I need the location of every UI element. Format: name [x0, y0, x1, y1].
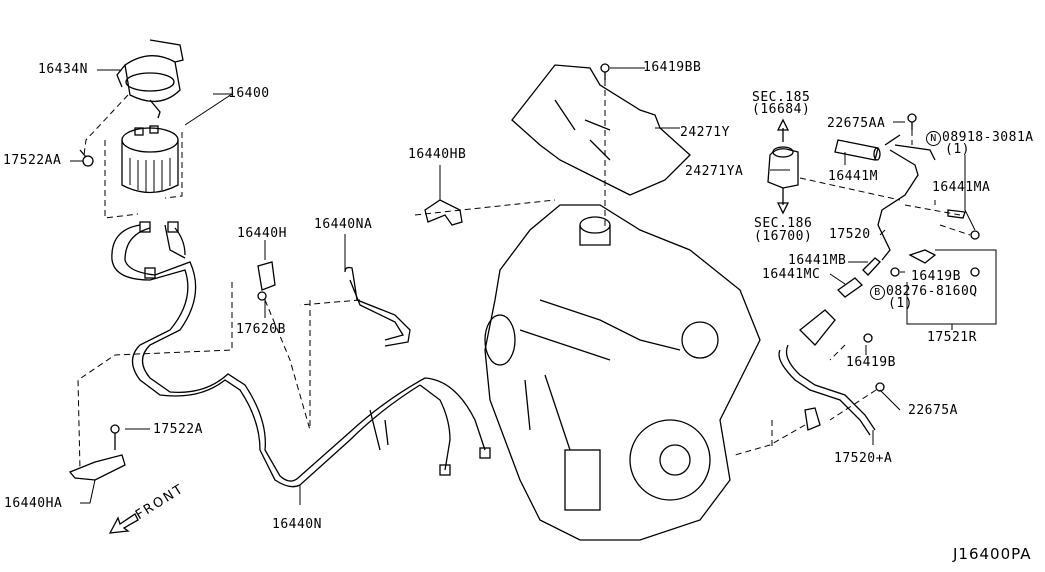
fuel-heater-24271YA[interactable]: [767, 118, 799, 215]
b-circle-icon: B: [870, 285, 885, 300]
label-16440N[interactable]: 16440N: [272, 517, 322, 532]
label-16419BB[interactable]: 16419BB: [643, 60, 702, 75]
bolt-16419BB[interactable]: [600, 63, 610, 80]
label-16400[interactable]: 16400: [228, 86, 270, 101]
label-17522A[interactable]: 17522A: [153, 422, 203, 437]
bracket-17521R[interactable]: [890, 249, 980, 277]
bolt-16419B-lower[interactable]: [863, 333, 873, 343]
label-17520[interactable]: 17520: [829, 227, 871, 242]
label-16441MB[interactable]: 16441MB: [788, 253, 847, 268]
label-16440HA[interactable]: 16440HA: [4, 496, 63, 511]
label-17522AA[interactable]: 17522AA: [3, 153, 62, 168]
n-circle-icon: N: [926, 131, 941, 146]
bolt-17522A[interactable]: [110, 424, 120, 450]
label-22675A[interactable]: 22675A: [908, 403, 958, 418]
tube-17520[interactable]: [877, 134, 936, 261]
front-arrow-icon: [108, 513, 139, 534]
clip-16441MA[interactable]: [947, 209, 966, 219]
clip-16440H[interactable]: [257, 261, 276, 301]
hose-16441MB[interactable]: [862, 257, 881, 276]
tube-17520A[interactable]: [778, 309, 876, 436]
part-number: 08918-3081A: [942, 130, 1034, 145]
part-number: 08276-8160Q: [886, 284, 978, 299]
label-17620B[interactable]: 17620B: [236, 322, 286, 337]
label-17521R[interactable]: 17521R: [927, 330, 977, 345]
bolt-17522AA[interactable]: [79, 149, 94, 167]
label-sec186-ref: (16700): [754, 229, 813, 244]
label-sec186[interactable]: SEC.186: [754, 216, 813, 231]
diagram-code: J16400PA: [953, 545, 1032, 563]
engine-cover-24271Y[interactable]: [511, 64, 691, 196]
label-16441M[interactable]: 16441M: [828, 169, 878, 184]
leader-lines: [70, 67, 976, 505]
engine-block: [484, 204, 761, 541]
fuel-lines-16440N[interactable]: [111, 221, 491, 488]
label-24271YA[interactable]: 24271YA: [685, 164, 744, 179]
label-16441MA[interactable]: 16441MA: [932, 180, 991, 195]
label-16441MC[interactable]: 16441MC: [762, 267, 821, 282]
label-sec185[interactable]: SEC.185: [752, 90, 811, 105]
hose-16441M[interactable]: [834, 139, 881, 161]
label-08918-qty: (1): [945, 142, 970, 157]
label-16440HB[interactable]: 16440HB: [408, 147, 467, 162]
bracket-16440HB[interactable]: [424, 199, 463, 226]
label-16440H[interactable]: 16440H: [237, 226, 287, 241]
bolt-22675AA[interactable]: [907, 113, 917, 130]
fuel-line-16440NA[interactable]: [344, 266, 411, 347]
bracket-16440HA[interactable]: [68, 454, 126, 481]
label-sec185-ref: (16684): [752, 102, 811, 117]
label-17520A[interactable]: 17520+A: [834, 451, 893, 466]
fuel-filter-16400[interactable]: [121, 125, 179, 194]
label-16434N[interactable]: 16434N: [38, 62, 88, 77]
bolt-22675A[interactable]: [875, 382, 885, 392]
hose-16441MC[interactable]: [836, 277, 864, 298]
label-16419B-upper[interactable]: 16419B: [911, 269, 961, 284]
label-24271Y[interactable]: 24271Y: [680, 125, 730, 140]
label-16440NA[interactable]: 16440NA: [314, 217, 373, 232]
label-08276-qty: (1): [888, 296, 913, 311]
filter-bracket-16434N[interactable]: [116, 39, 184, 119]
label-16419B-lower[interactable]: 16419B: [846, 355, 896, 370]
nut-08918-3081A[interactable]: [970, 230, 980, 240]
label-22675AA[interactable]: 22675AA: [827, 116, 886, 131]
